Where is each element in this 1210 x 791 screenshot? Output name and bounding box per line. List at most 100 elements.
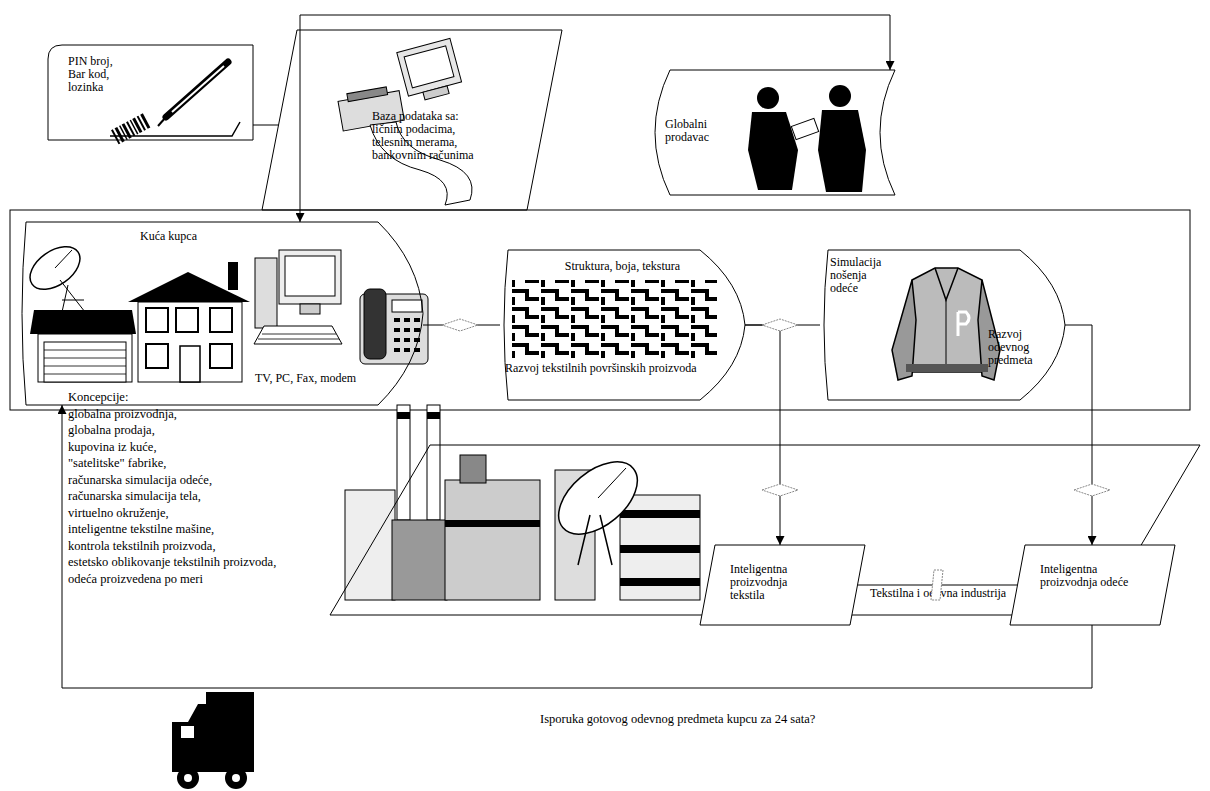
- chimney: [427, 405, 440, 520]
- window: [210, 308, 232, 332]
- garage-roof: [30, 310, 136, 334]
- junction-symbols: [442, 319, 1110, 600]
- document: [791, 118, 818, 139]
- garage-door: [44, 342, 126, 382]
- concept-item: "satelitske" fabrike,: [68, 456, 166, 470]
- monitor-stand: [423, 86, 449, 100]
- printer-slot: [347, 87, 388, 102]
- phone-fax-icon: [360, 289, 428, 364]
- dish-mast: [578, 515, 612, 565]
- connector: [62, 405, 1092, 688]
- window: [146, 344, 168, 368]
- textile-display-shape: Struktura, boja, teksturaRazvoj tekstiln…: [500, 250, 745, 400]
- concept-item: virtuelno okruženje,: [68, 506, 169, 520]
- factory-icon: [345, 405, 700, 600]
- concept-item: globalna proizvodnja,: [68, 407, 177, 421]
- connector: [253, 125, 279, 126]
- jacket-icon: [892, 268, 1000, 380]
- node-border: [504, 250, 745, 400]
- process-parallelogram: Inteligentna proizvodnja tekstila: [700, 545, 865, 625]
- concept-heading: Koncepcije:: [68, 390, 128, 404]
- garage-door-lines: [44, 350, 126, 374]
- phone-display: [392, 300, 422, 312]
- connector: [745, 325, 780, 545]
- junction-diamond: [442, 319, 478, 331]
- window: [210, 344, 232, 368]
- concept-item: računarska simulacija odeće,: [68, 473, 212, 487]
- people-silhouettes: [748, 85, 866, 192]
- chimney: [397, 405, 410, 520]
- factory-building: [345, 490, 395, 600]
- truck-window: [181, 726, 194, 738]
- door: [180, 346, 200, 382]
- pen-barcode-icon: [110, 62, 240, 144]
- concept-item: odeća proizvedena po meri: [68, 572, 203, 586]
- concept-item: inteligentne tekstilne mašine,: [68, 522, 214, 536]
- monitor-case: [397, 38, 462, 96]
- connector: [300, 15, 890, 222]
- seller-name: Globalni prodavac: [665, 118, 725, 144]
- pc-stand: [300, 304, 320, 314]
- factory-band: [620, 578, 700, 586]
- seller-shape: Globalni prodavac: [640, 70, 895, 195]
- home-display-shape: Kuća kupcaTV, PC, Fax, modem: [18, 222, 423, 405]
- keyboard-keys: [258, 334, 339, 339]
- node-border: [262, 30, 562, 210]
- dish-mast: [60, 280, 85, 312]
- factory-band: [620, 510, 700, 518]
- barcode-bar: [140, 113, 150, 129]
- chimney-band: [427, 412, 440, 419]
- wheel-hub: [232, 774, 240, 782]
- node-outline: [18, 222, 423, 405]
- junction-diamond: [762, 484, 798, 496]
- jacket-zipper: [946, 300, 947, 372]
- jacket-body: [906, 268, 988, 372]
- card-base-line: [110, 122, 240, 136]
- pen-body: [166, 62, 228, 117]
- concept-item: kontrola tekstilnih proizvoda,: [68, 539, 216, 553]
- person-head: [757, 87, 779, 109]
- database-text: Baza podataka sa: ličnim podacima, teles…: [372, 110, 484, 162]
- connector: [858, 585, 1017, 586]
- house-scene: [22, 238, 250, 382]
- window: [146, 308, 168, 332]
- node-border: [824, 250, 1065, 400]
- node-title: Struktura, boja, tekstura: [535, 260, 710, 273]
- input-card: PIN broj, Bar kod, lozinka: [48, 45, 253, 140]
- chimney-band: [397, 412, 410, 419]
- factory-band: [620, 545, 700, 553]
- connector: [1065, 325, 1092, 545]
- wheel-hub: [184, 774, 192, 782]
- node-border: [655, 70, 895, 195]
- jacket-collar: [935, 268, 958, 300]
- phone-handset: [364, 289, 386, 359]
- house-wall: [138, 302, 242, 382]
- connector: [745, 325, 820, 326]
- factory-building: [620, 495, 700, 600]
- band-frame: [10, 210, 1190, 410]
- device-list: TV, PC, Fax, modem: [255, 372, 395, 385]
- monitor: [397, 38, 464, 103]
- pen-highlight: [172, 66, 224, 112]
- concept-item: računarska simulacija tela,: [68, 489, 201, 503]
- jacket-hem: [906, 364, 988, 372]
- process-parallelogram: Inteligentna proizvodnja odeće: [1010, 545, 1175, 625]
- pc-keyboard: [254, 326, 342, 344]
- factory-band: [445, 520, 540, 527]
- truck-cab: [172, 704, 206, 772]
- junction-parallelogram: [931, 570, 943, 600]
- connector-group: [62, 15, 1092, 688]
- factory-building: [392, 520, 447, 600]
- factory-building: [445, 480, 540, 600]
- junction-diamond: [1074, 484, 1110, 496]
- satellite-dish: [545, 448, 650, 549]
- connector: [423, 325, 500, 326]
- factory-tank: [460, 455, 486, 483]
- node-border: [1010, 545, 1175, 625]
- dish-feed: [55, 250, 72, 268]
- window: [176, 308, 198, 332]
- dish-feed: [598, 468, 626, 498]
- person-body: [818, 110, 866, 192]
